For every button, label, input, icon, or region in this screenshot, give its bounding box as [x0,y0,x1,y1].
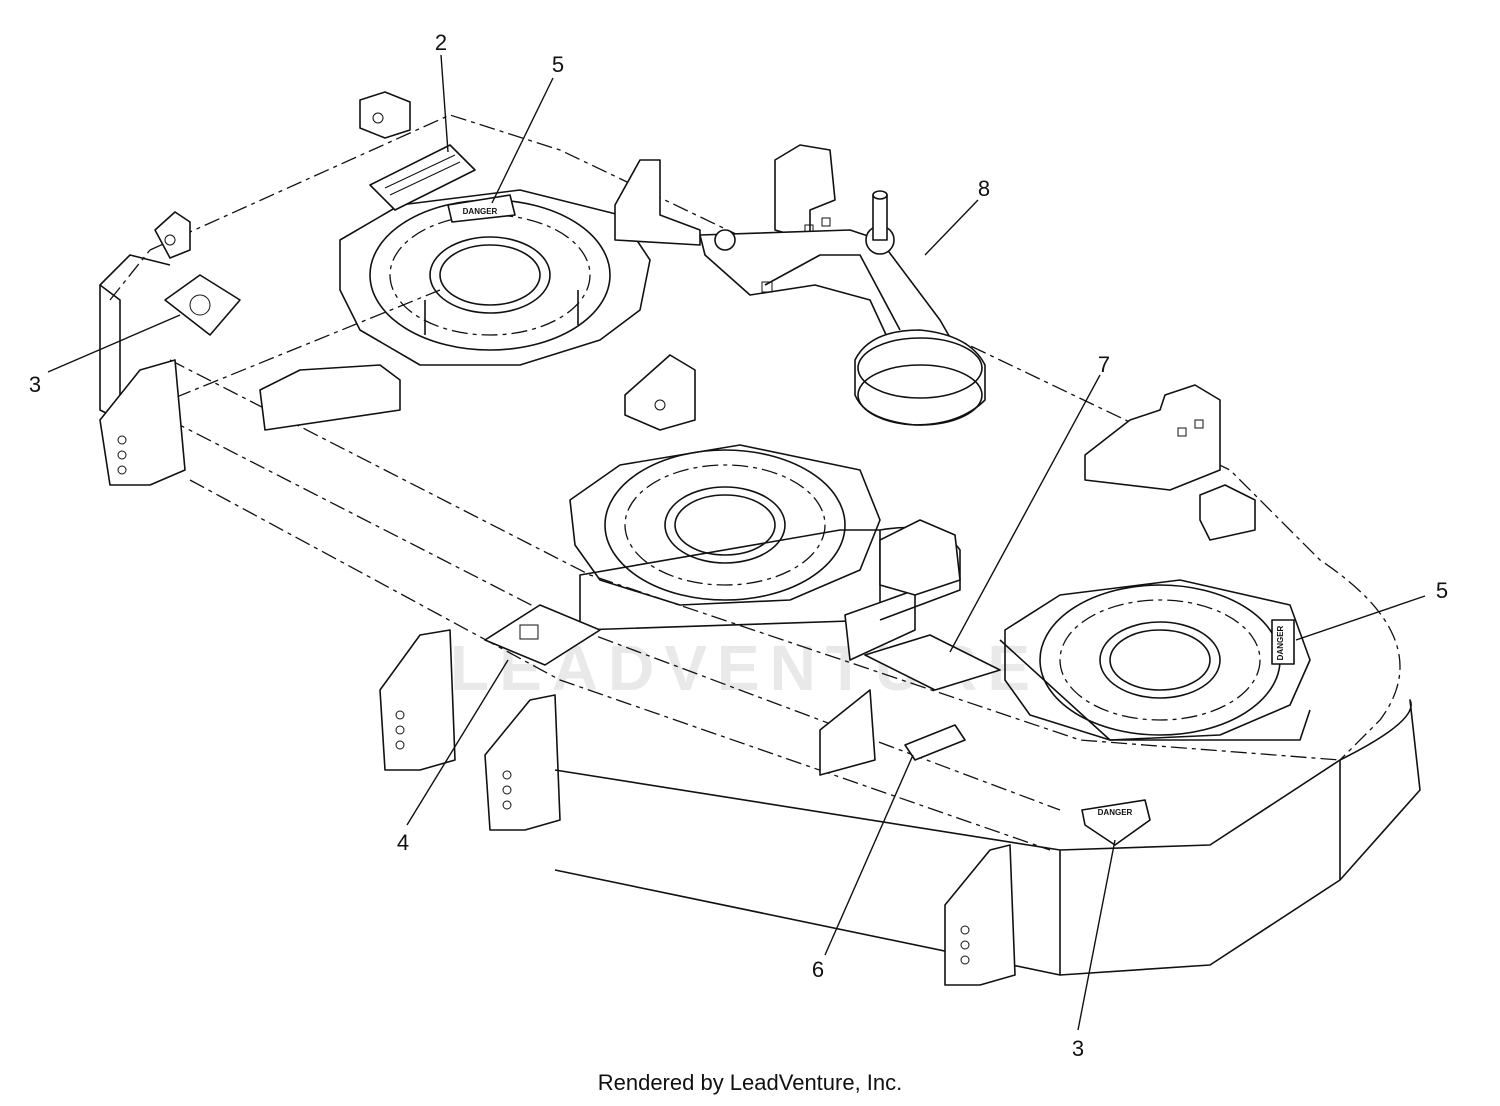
callout-5-right: 5 [1436,578,1448,603]
callout-labels: 2 5 8 3 7 5 4 6 3 [29,30,1448,1061]
right-rear-bracket [1084,384,1256,541]
callout-8: 8 [978,176,990,201]
callout-3-bottom: 3 [1072,1036,1084,1061]
decal-5-right-danger: DANGER [1271,619,1295,665]
decal-6-label [904,724,966,761]
spindle-right [1004,579,1311,741]
svg-text:DANGER: DANGER [463,207,498,216]
lower-left-brackets [379,629,561,831]
callout-2-top: 2 [435,30,447,55]
front-skirt [554,699,1421,976]
render-caption: Rendered by LeadVenture, Inc. [598,1070,903,1095]
callout-7: 7 [1098,352,1110,377]
callout-4: 4 [397,830,409,855]
decal-3-left-danger [164,274,241,336]
left-side-wall [99,91,411,421]
callout-3-left: 3 [29,372,41,397]
callout-6: 6 [812,957,824,982]
callout-5-top: 5 [552,52,564,77]
decal-3-bottom-danger: DANGER [1081,799,1151,846]
svg-text:DANGER: DANGER [1276,625,1285,660]
rear-center-brackets [614,144,836,246]
front-right-bracket [944,844,1016,986]
decal-5-top-danger: DANGER [447,194,516,223]
baffles [259,364,1311,776]
leader-lines [47,54,1426,1031]
decal-2-warning [369,144,476,211]
center-mount-plate [624,354,961,596]
spindle-center [569,444,881,606]
decal-4-info [484,604,601,666]
left-front-bracket [99,359,186,486]
svg-text:DANGER: DANGER [1098,808,1133,817]
decal-7-label [864,634,1001,691]
idler-arm-assembly [699,190,986,426]
